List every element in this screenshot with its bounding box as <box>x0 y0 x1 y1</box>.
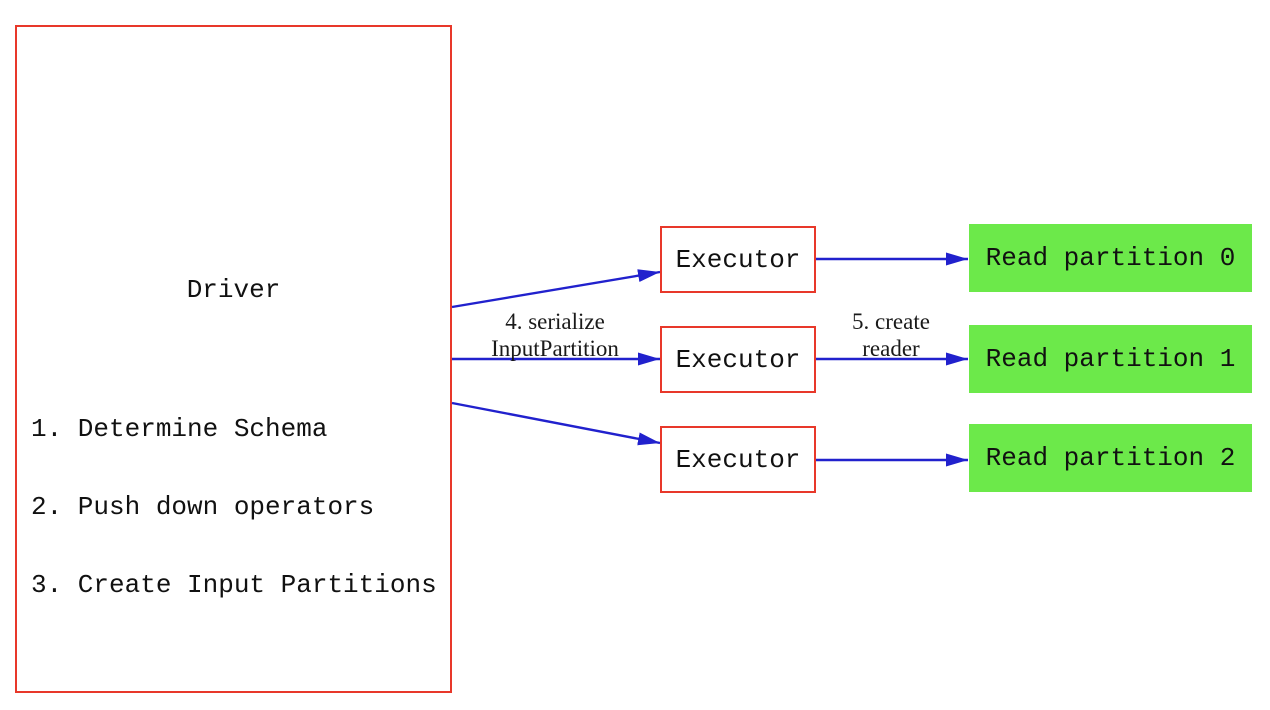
arrow-driver-to-executor-0 <box>451 269 661 309</box>
read-partition-label: Read partition 2 <box>985 443 1236 473</box>
read-partition-label: Read partition 1 <box>985 344 1236 374</box>
driver-box <box>15 25 452 693</box>
driver-step-3: 3. Create Input Partitions <box>31 570 437 600</box>
executor-label: Executor <box>675 344 801 375</box>
driver-steps: 1. Determine Schema 2. Push down operato… <box>31 364 437 650</box>
executor-box-0: Executor <box>660 226 816 293</box>
executor-box-1: Executor <box>660 326 816 393</box>
executor-label: Executor <box>675 444 801 475</box>
create-reader-label: 5. create reader <box>852 309 930 361</box>
driver-step-1: 1. Determine Schema <box>31 414 328 444</box>
read-partition-box-1: Read partition 1 <box>969 325 1252 393</box>
read-partition-box-2: Read partition 2 <box>969 424 1252 492</box>
arrow-driver-to-executor-2 <box>451 401 661 446</box>
driver-title: Driver <box>186 275 281 305</box>
serialize-inputpartition-label: 4. serialize InputPartition <box>491 309 619 361</box>
driver-step-2: 2. Push down operators <box>31 492 375 522</box>
read-partition-label: Read partition 0 <box>985 243 1236 273</box>
executor-box-2: Executor <box>660 426 816 493</box>
executor-label: Executor <box>675 244 801 275</box>
read-partition-box-0: Read partition 0 <box>969 224 1252 292</box>
